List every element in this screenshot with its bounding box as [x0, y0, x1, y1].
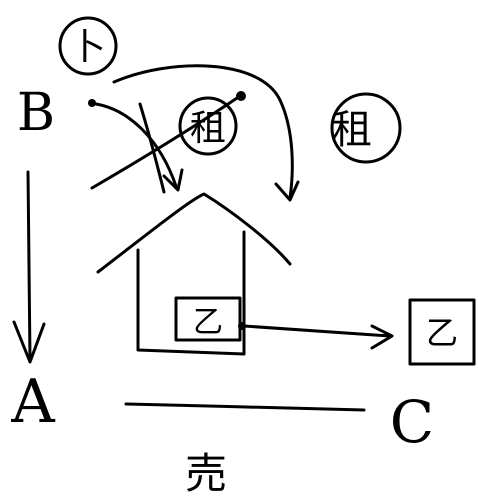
letter-b: B: [17, 83, 55, 143]
strike-line: [90, 94, 242, 190]
circle-right-node: 租: [330, 92, 402, 164]
circle-right-label: 租: [332, 107, 372, 153]
line-a-to-c: [124, 402, 366, 412]
top-circle-label: 卜: [70, 27, 106, 68]
box-right-node: 乙: [408, 298, 476, 366]
arrow-top-to-house: [112, 64, 300, 202]
stroke-top-to-roof: [138, 102, 166, 194]
box-house-label: 乙: [193, 305, 223, 340]
arrow-b-to-a: [12, 170, 46, 364]
bottom-label: 売: [185, 449, 227, 498]
box-right-label: 乙: [426, 314, 458, 352]
arrow-b-to-house: [88, 99, 184, 192]
strike-dot: [236, 91, 246, 101]
circle-left-label: 租: [190, 108, 226, 149]
letter-a: A: [10, 367, 55, 437]
letter-c: C: [390, 388, 434, 456]
top-circle-node: 卜: [58, 16, 118, 76]
arrow-box-to-box: [238, 322, 394, 350]
house-shape: [96, 192, 292, 356]
box-house-node: 乙: [174, 296, 242, 342]
circle-left-node: 租: [178, 96, 238, 156]
